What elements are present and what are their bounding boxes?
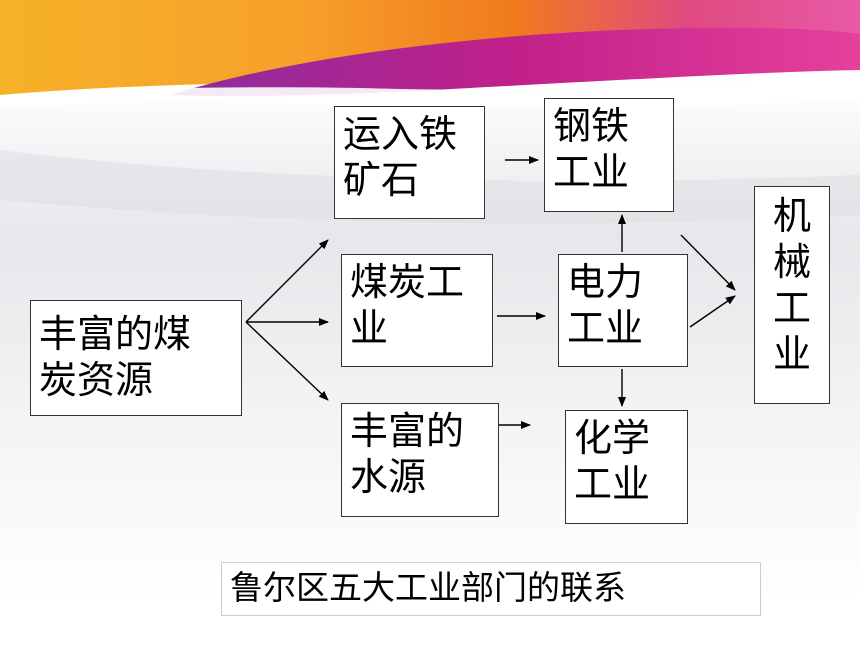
arrow-resources-to-water: [245, 321, 329, 401]
arrow-power-to-mach: [689, 295, 736, 328]
node-machinery-industry-char-1: 机: [772, 194, 811, 238]
node-machinery-industry: 机 械 工 业: [754, 186, 830, 404]
arrow-resources-to-iron: [245, 239, 329, 323]
node-coal-industry: 煤炭工 业: [341, 254, 493, 367]
node-steel-industry: 钢铁 工业: [544, 98, 674, 212]
node-power-industry-line-1: 电力: [567, 260, 644, 304]
node-imported-iron-ore-line-1: 运入铁: [343, 112, 458, 156]
arrow-steel-to-mach: [680, 234, 736, 291]
diagram-caption: 鲁尔区五大工业部门的联系: [221, 562, 761, 616]
node-machinery-industry-char-4: 业: [772, 332, 811, 376]
node-chemical-industry-line-2: 工业: [574, 462, 651, 506]
node-coal-industry-line-2: 业: [350, 306, 389, 350]
node-power-industry: 电力 工业: [558, 254, 688, 367]
node-chemical-industry-line-1: 化学: [574, 416, 651, 460]
node-steel-industry-line-2: 工业: [553, 150, 630, 194]
node-imported-iron-ore-line-2: 矿石: [343, 158, 420, 202]
node-imported-iron-ore: 运入铁 矿石: [334, 106, 485, 219]
node-chemical-industry: 化学 工业: [565, 410, 688, 524]
node-steel-industry-line-1: 钢铁: [553, 104, 630, 148]
node-water-source: 丰富的 水源: [341, 403, 499, 517]
node-water-source-line-1: 丰富的: [350, 409, 465, 453]
node-power-industry-line-2: 工业: [567, 306, 644, 350]
node-coal-resources: 丰富的煤 炭资源: [30, 300, 242, 416]
node-water-source-line-2: 水源: [350, 455, 427, 499]
node-machinery-industry-char-3: 工: [772, 286, 811, 330]
node-coal-resources-line-2: 炭资源: [39, 358, 154, 402]
node-coal-resources-line-1: 丰富的煤: [39, 312, 192, 356]
node-coal-industry-line-1: 煤炭工: [350, 260, 465, 304]
node-machinery-industry-char-2: 械: [772, 240, 811, 284]
